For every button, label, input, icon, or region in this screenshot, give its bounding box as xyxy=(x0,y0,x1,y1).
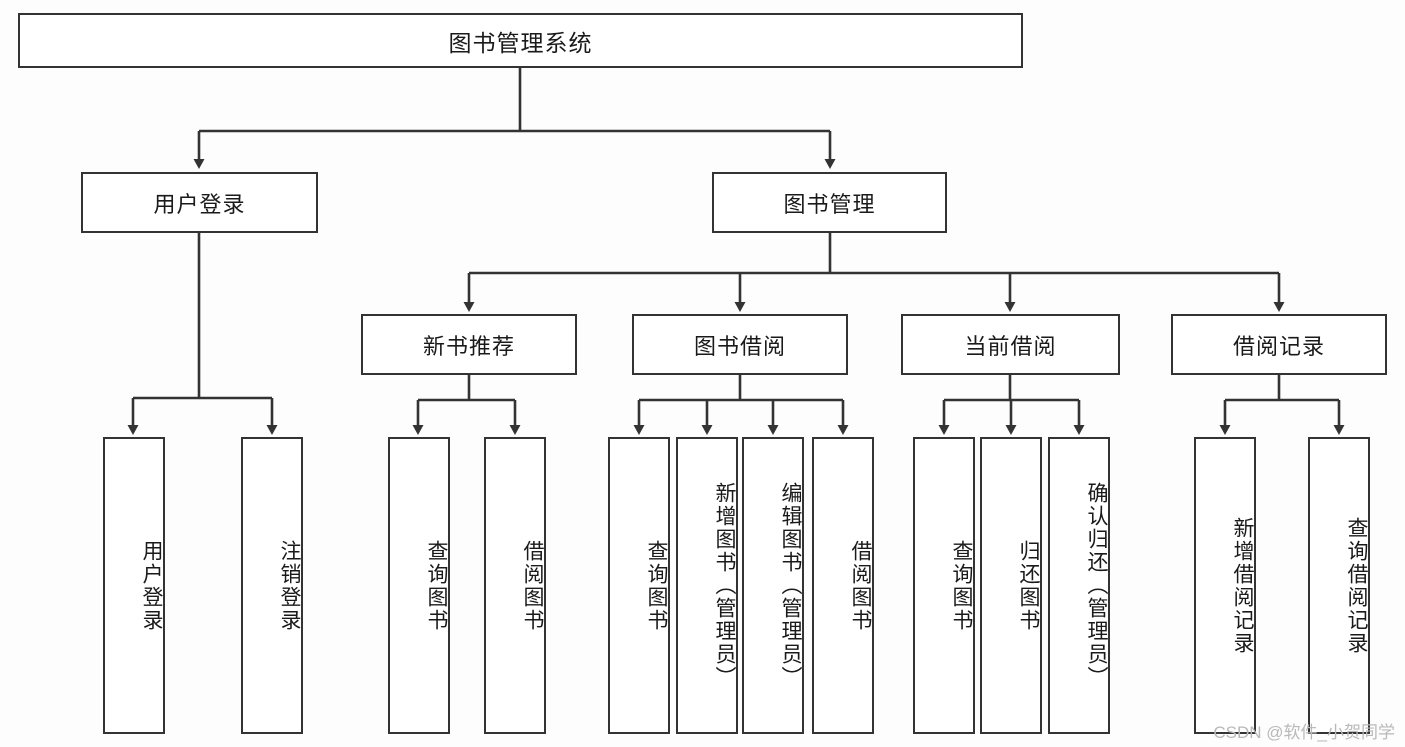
leaf-user-login-logout[interactable]: 注销登录 xyxy=(241,437,303,734)
node-label: 借阅记录 xyxy=(1232,333,1325,359)
watermark: CSDN @软件_小贺同学 xyxy=(1213,723,1395,742)
node-book-management[interactable]: 图书管理 xyxy=(712,172,947,233)
node-label: 图书管理系统 xyxy=(448,29,593,56)
node-label: 查询图书 xyxy=(425,539,448,632)
leaf-borrow-record-add-record[interactable]: 新增借阅记录 xyxy=(1194,437,1256,734)
node-borrow-record[interactable]: 借阅记录 xyxy=(1171,314,1387,375)
node-label: 图书借阅 xyxy=(693,333,786,359)
leaf-book-borrow-query-book[interactable]: 查询图书 xyxy=(608,437,670,734)
node-label: 新增借阅记录 xyxy=(1231,516,1254,655)
node-label: 编辑图书（管理员） xyxy=(779,482,802,689)
node-label: 归还图书 xyxy=(1017,539,1040,632)
node-new-book-recommend[interactable]: 新书推荐 xyxy=(361,314,577,375)
leaf-borrow-record-query-record[interactable]: 查询借阅记录 xyxy=(1308,437,1370,734)
leaf-current-borrow-return-book[interactable]: 归还图书 xyxy=(980,437,1042,734)
node-book-borrow[interactable]: 图书借阅 xyxy=(632,314,848,375)
node-label: 新书推荐 xyxy=(422,333,515,359)
leaf-book-borrow-add-book-admin[interactable]: 新增图书（管理员） xyxy=(676,437,738,734)
node-root-book-management-system[interactable]: 图书管理系统 xyxy=(18,13,1023,68)
node-user-login[interactable]: 用户登录 xyxy=(81,172,318,233)
node-label: 借阅图书 xyxy=(849,539,872,632)
node-label: 查询图书 xyxy=(950,539,973,632)
leaf-new-book-query-book[interactable]: 查询图书 xyxy=(388,437,450,734)
node-label: 用户登录 xyxy=(140,539,163,632)
node-current-borrow[interactable]: 当前借阅 xyxy=(901,314,1120,375)
leaf-current-borrow-confirm-return-admin[interactable]: 确认归还（管理员） xyxy=(1048,437,1110,734)
node-label: 用户登录 xyxy=(153,191,246,217)
leaf-book-borrow-edit-book-admin[interactable]: 编辑图书（管理员） xyxy=(742,437,804,734)
node-label: 当前借阅 xyxy=(964,333,1057,359)
node-label: 查询借阅记录 xyxy=(1345,516,1368,655)
node-label: 查询图书 xyxy=(645,539,668,632)
node-label: 借阅图书 xyxy=(521,539,544,632)
node-label: 新增图书（管理员） xyxy=(713,482,736,689)
leaf-user-login-login[interactable]: 用户登录 xyxy=(103,437,165,734)
leaf-book-borrow-borrow-book[interactable]: 借阅图书 xyxy=(812,437,874,734)
node-label: 图书管理 xyxy=(783,191,876,217)
leaf-new-book-borrow-book[interactable]: 借阅图书 xyxy=(484,437,546,734)
leaf-current-borrow-query-book[interactable]: 查询图书 xyxy=(913,437,975,734)
node-label: 确认归还（管理员） xyxy=(1085,482,1108,689)
node-label: 注销登录 xyxy=(278,539,301,632)
